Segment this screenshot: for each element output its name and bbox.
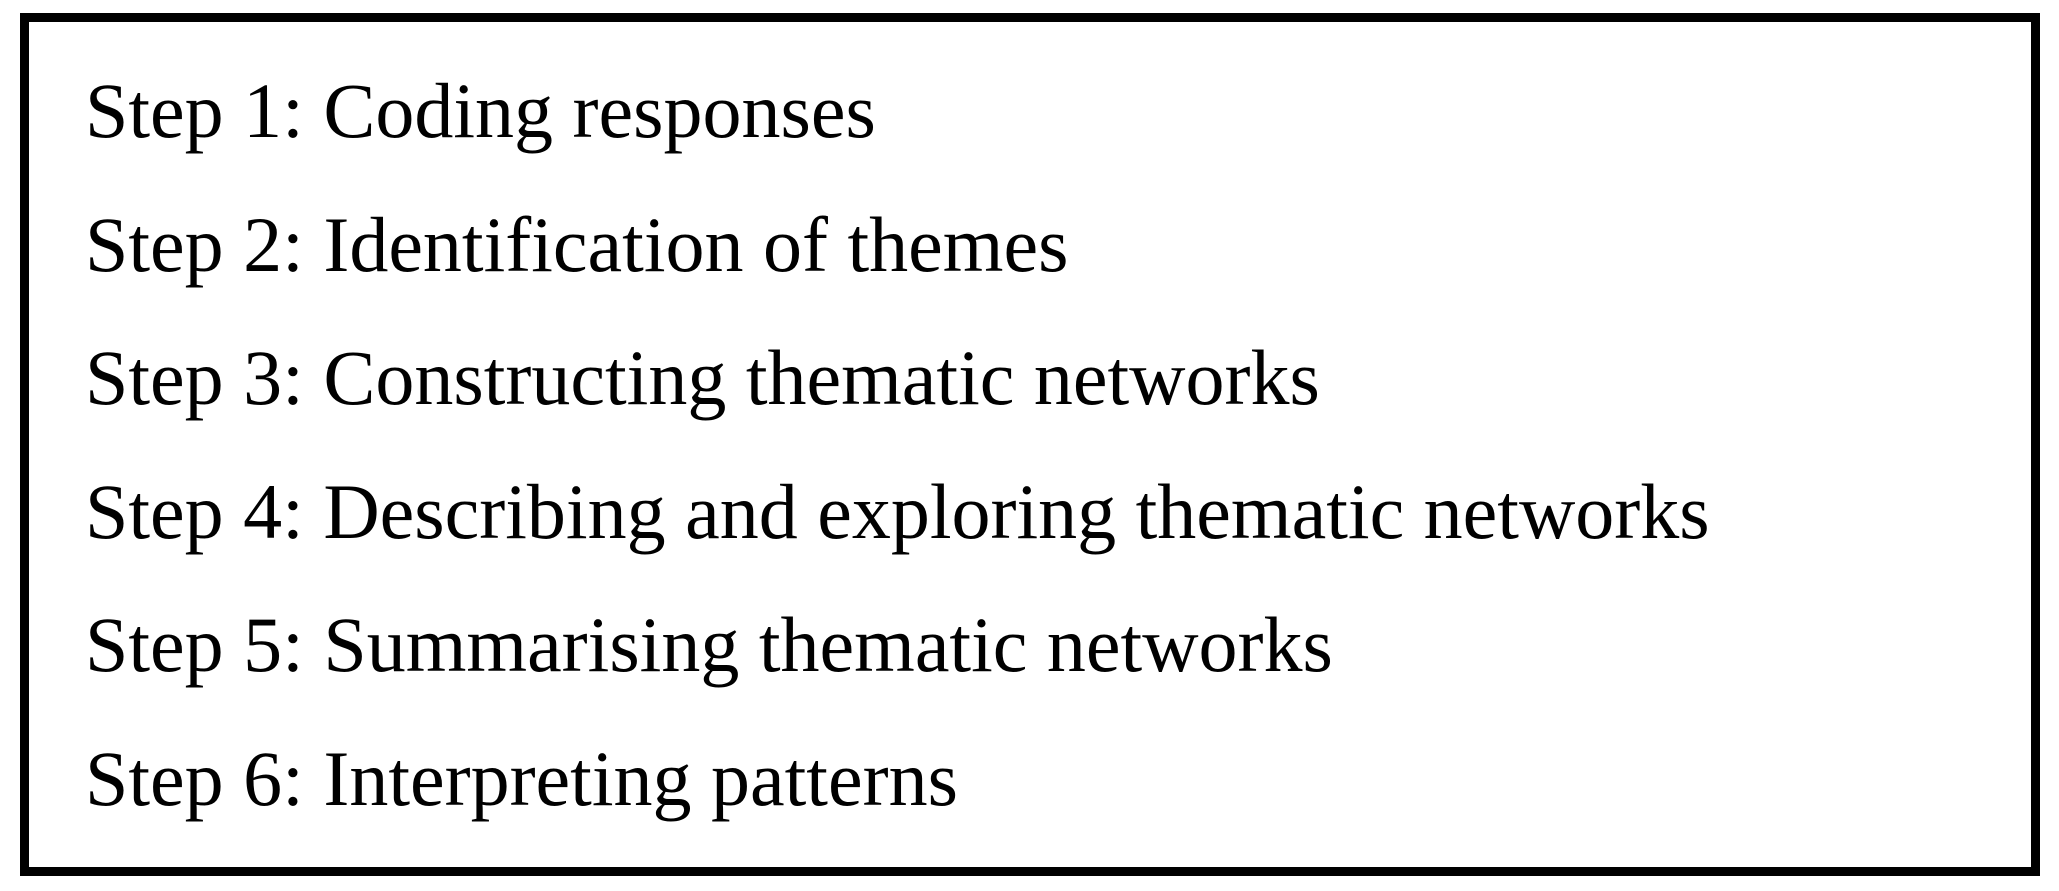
step-line-6: Step 6: Interpreting patterns xyxy=(85,734,958,822)
step-line-3: Step 3: Constructing thematic networks xyxy=(85,334,1320,421)
step-line-2: Step 2: Identification of themes xyxy=(85,200,1069,288)
step-line-5: Step 5: Summarising thematic networks xyxy=(85,601,1333,688)
step-line-4: Step 4: Describing and exploring themati… xyxy=(85,467,1710,555)
steps-box: Step 1: Coding responses Step 2: Identif… xyxy=(20,13,2040,876)
step-line-1: Step 1: Coding responses xyxy=(85,67,876,154)
